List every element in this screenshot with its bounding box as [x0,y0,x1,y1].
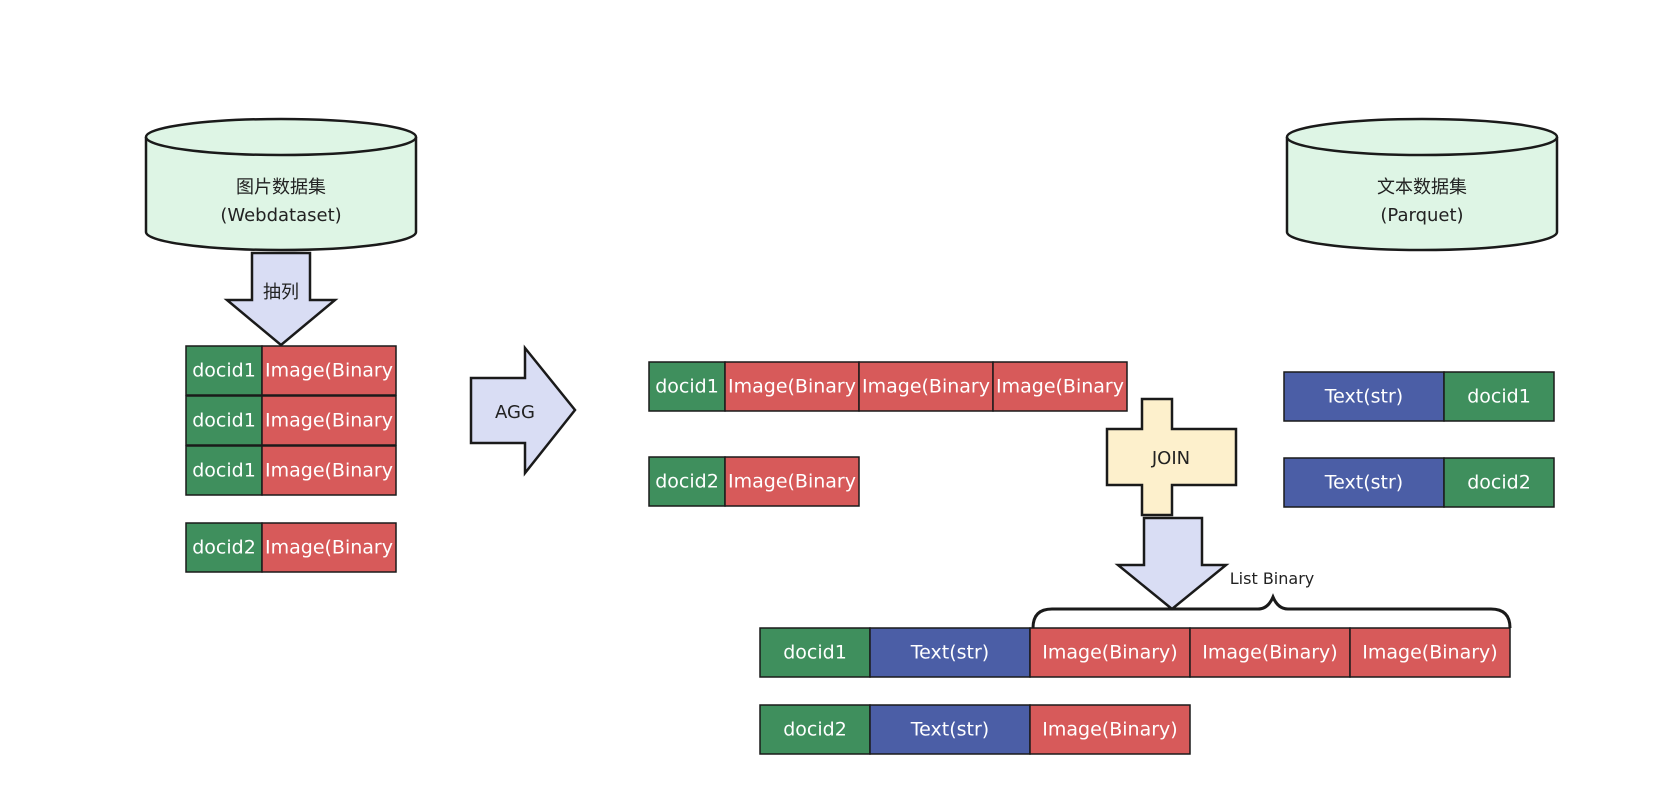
join-shape: JOIN [1105,397,1238,517]
docid-cell-label: docid1 [192,460,256,482]
extract-arrow: 抽列 [223,251,339,347]
image-cell [992,361,1128,412]
image-cell-label: Image(Binary [728,471,856,493]
image-dataset-cylinder: 图片数据集 (Webdataset) [144,117,418,252]
image-cell-label: Image(Binary [728,376,856,398]
left-row: docid1 Image(Binary [185,445,397,496]
result-arrow-shape [1114,516,1230,611]
image-cell-label: Image(Binary) [1042,719,1177,741]
text-row: Text(str) docid2 [1283,457,1555,508]
brace-path [1031,593,1512,629]
text-cell-label: Text(str) [1324,472,1403,494]
text-cell [869,627,1031,678]
image-cell-label: Image(Binary [265,410,393,432]
image-cell [261,345,397,396]
docid-cell [185,345,263,396]
image-cell [261,395,397,446]
text-dataset-cylinder: 文本数据集 (Parquet) [1285,117,1559,252]
docid-cell-label: docid2 [1467,472,1531,494]
docid-cell [759,704,871,755]
text-dataset-top [1285,117,1559,157]
image-cell [261,522,397,573]
agg-arrow: AGG [469,344,577,477]
text-dataset-title: 文本数据集 [1377,177,1467,198]
docid-cell-label: docid2 [192,537,256,559]
image-dataset-body [144,137,418,252]
result-row: docid1 Text(str) Image(Binary) Image(Binary… [759,627,1511,678]
join-cross [1105,397,1238,517]
agg-arrow-label: AGG [495,402,535,423]
image-cell [724,361,860,412]
docid-cell [1443,457,1555,508]
result-arrow [1114,516,1230,611]
image-cell-label: Image(Binary [265,537,393,559]
result-row: docid2 Text(str) Image(Binary) [759,704,1191,755]
image-dataset-title: 图片数据集 [236,177,326,198]
text-cell [1283,371,1445,422]
image-cell [1189,627,1351,678]
extract-arrow-shape [223,251,339,347]
image-cell-label: Image(Binary) [1202,642,1337,664]
docid-cell-label: docid2 [655,471,719,493]
image-cell-label: Image(Binary) [1042,642,1177,664]
docid-cell-label: docid1 [192,360,256,382]
text-cell-label: Text(str) [1324,386,1403,408]
image-cell-label: Image(Binary [265,460,393,482]
agg-arrow-shape [469,344,577,477]
docid-cell [1443,371,1555,422]
image-dataset-format: (Webdataset) [220,205,341,226]
left-row: docid1 Image(Binary [185,345,397,396]
image-dataset-top [144,117,418,157]
docid-cell [185,522,263,573]
agg-row: docid2 Image(Binary [648,456,860,507]
image-cell [1029,704,1191,755]
docid-cell-label: docid1 [783,642,847,664]
image-cell-label: Image(Binary [862,376,990,398]
docid-cell-label: docid1 [192,410,256,432]
docid-cell [648,361,726,412]
text-cell-label: Text(str) [910,719,989,741]
image-cell [1349,627,1511,678]
text-dataset-format: (Parquet) [1380,205,1463,226]
docid-cell-label: docid1 [1467,386,1531,408]
text-row: Text(str) docid1 [1283,371,1555,422]
image-cell [261,445,397,496]
left-row: docid2 Image(Binary [185,522,397,573]
docid-cell [648,456,726,507]
left-row: docid1 Image(Binary [185,395,397,446]
list-binary-brace: List Binary [1031,569,1512,629]
image-cell-label: Image(Binary) [1362,642,1497,664]
agg-row: docid1 Image(Binary Image(Binary Image(Bina… [648,361,1128,412]
text-dataset-body [1285,137,1559,252]
image-cell-label: Image(Binary [265,360,393,382]
brace-label: List Binary [1230,569,1314,588]
join-label: JOIN [1151,448,1190,469]
docid-cell-label: docid1 [655,376,719,398]
text-cell-label: Text(str) [910,642,989,664]
extract-arrow-label: 抽列 [263,282,299,303]
image-cell [1029,627,1191,678]
docid-cell-label: docid2 [783,719,847,741]
image-cell [724,456,860,507]
image-cell-label: Image(Binary [996,376,1124,398]
